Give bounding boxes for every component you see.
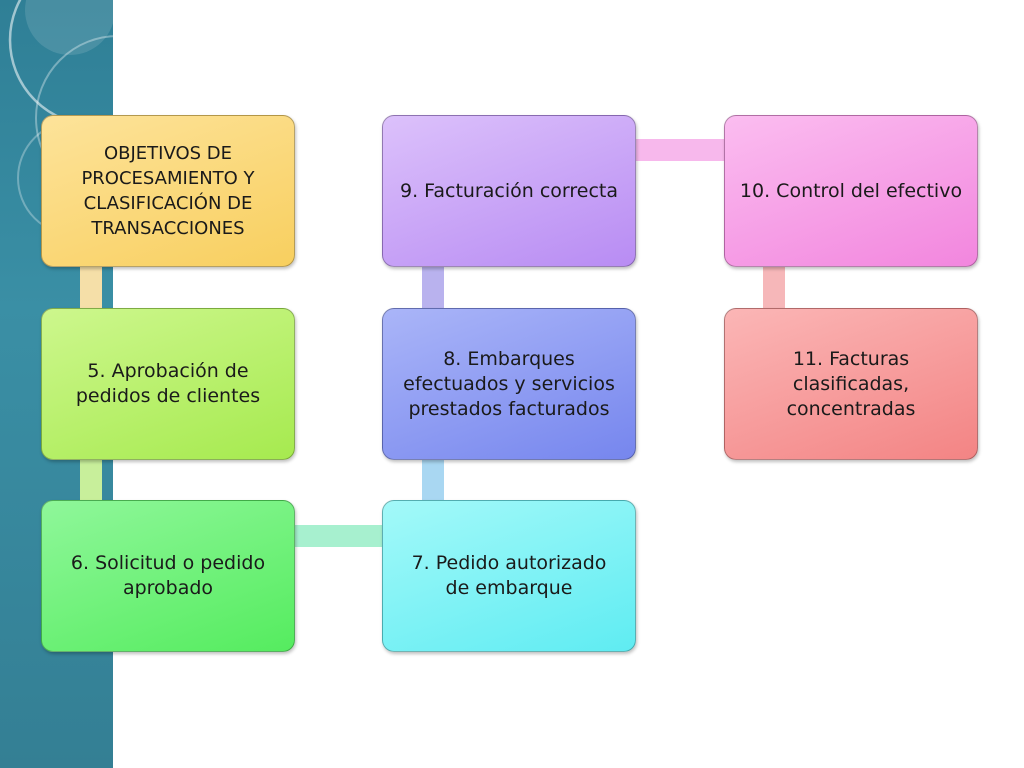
connector-n9-n10 bbox=[636, 139, 726, 161]
node-10-label: 10. Control del efectivo bbox=[739, 179, 963, 202]
node-11-label: 11. Facturas clasificadas, concentradas bbox=[786, 347, 916, 420]
connector-n10-n11 bbox=[763, 266, 785, 310]
node-5-label: 5. Aprobación de pedidos de clientes bbox=[75, 360, 261, 407]
node-11: 11. Facturas clasificadas, concentradas bbox=[724, 308, 978, 460]
connector-n1-n5 bbox=[80, 266, 102, 310]
connector-n5-n6 bbox=[80, 459, 102, 503]
node-9-label: 9. Facturación correcta bbox=[400, 179, 618, 202]
node-9: 9. Facturación correcta bbox=[382, 115, 636, 267]
node-6-label: 6. Solicitud o pedido aprobado bbox=[70, 552, 266, 599]
node-5: 5. Aprobación de pedidos de clientes bbox=[41, 308, 295, 460]
node-7: 7. Pedido autorizado de embarque bbox=[382, 500, 636, 652]
connector-n7-n8 bbox=[422, 459, 444, 503]
node-objetivos-label: OBJETIVOS DE PROCESAMIENTO Y CLASIFICACI… bbox=[81, 143, 255, 239]
connector-n8-n9 bbox=[422, 266, 444, 310]
node-objetivos: OBJETIVOS DE PROCESAMIENTO Y CLASIFICACI… bbox=[41, 115, 295, 267]
node-8-label: 8. Embarques efectuados y servicios pres… bbox=[403, 347, 615, 420]
connector-n6-n7 bbox=[295, 525, 383, 547]
node-7-label: 7. Pedido autorizado de embarque bbox=[411, 552, 607, 599]
node-6: 6. Solicitud o pedido aprobado bbox=[41, 500, 295, 652]
node-8: 8. Embarques efectuados y servicios pres… bbox=[382, 308, 636, 460]
node-10: 10. Control del efectivo bbox=[724, 115, 978, 267]
